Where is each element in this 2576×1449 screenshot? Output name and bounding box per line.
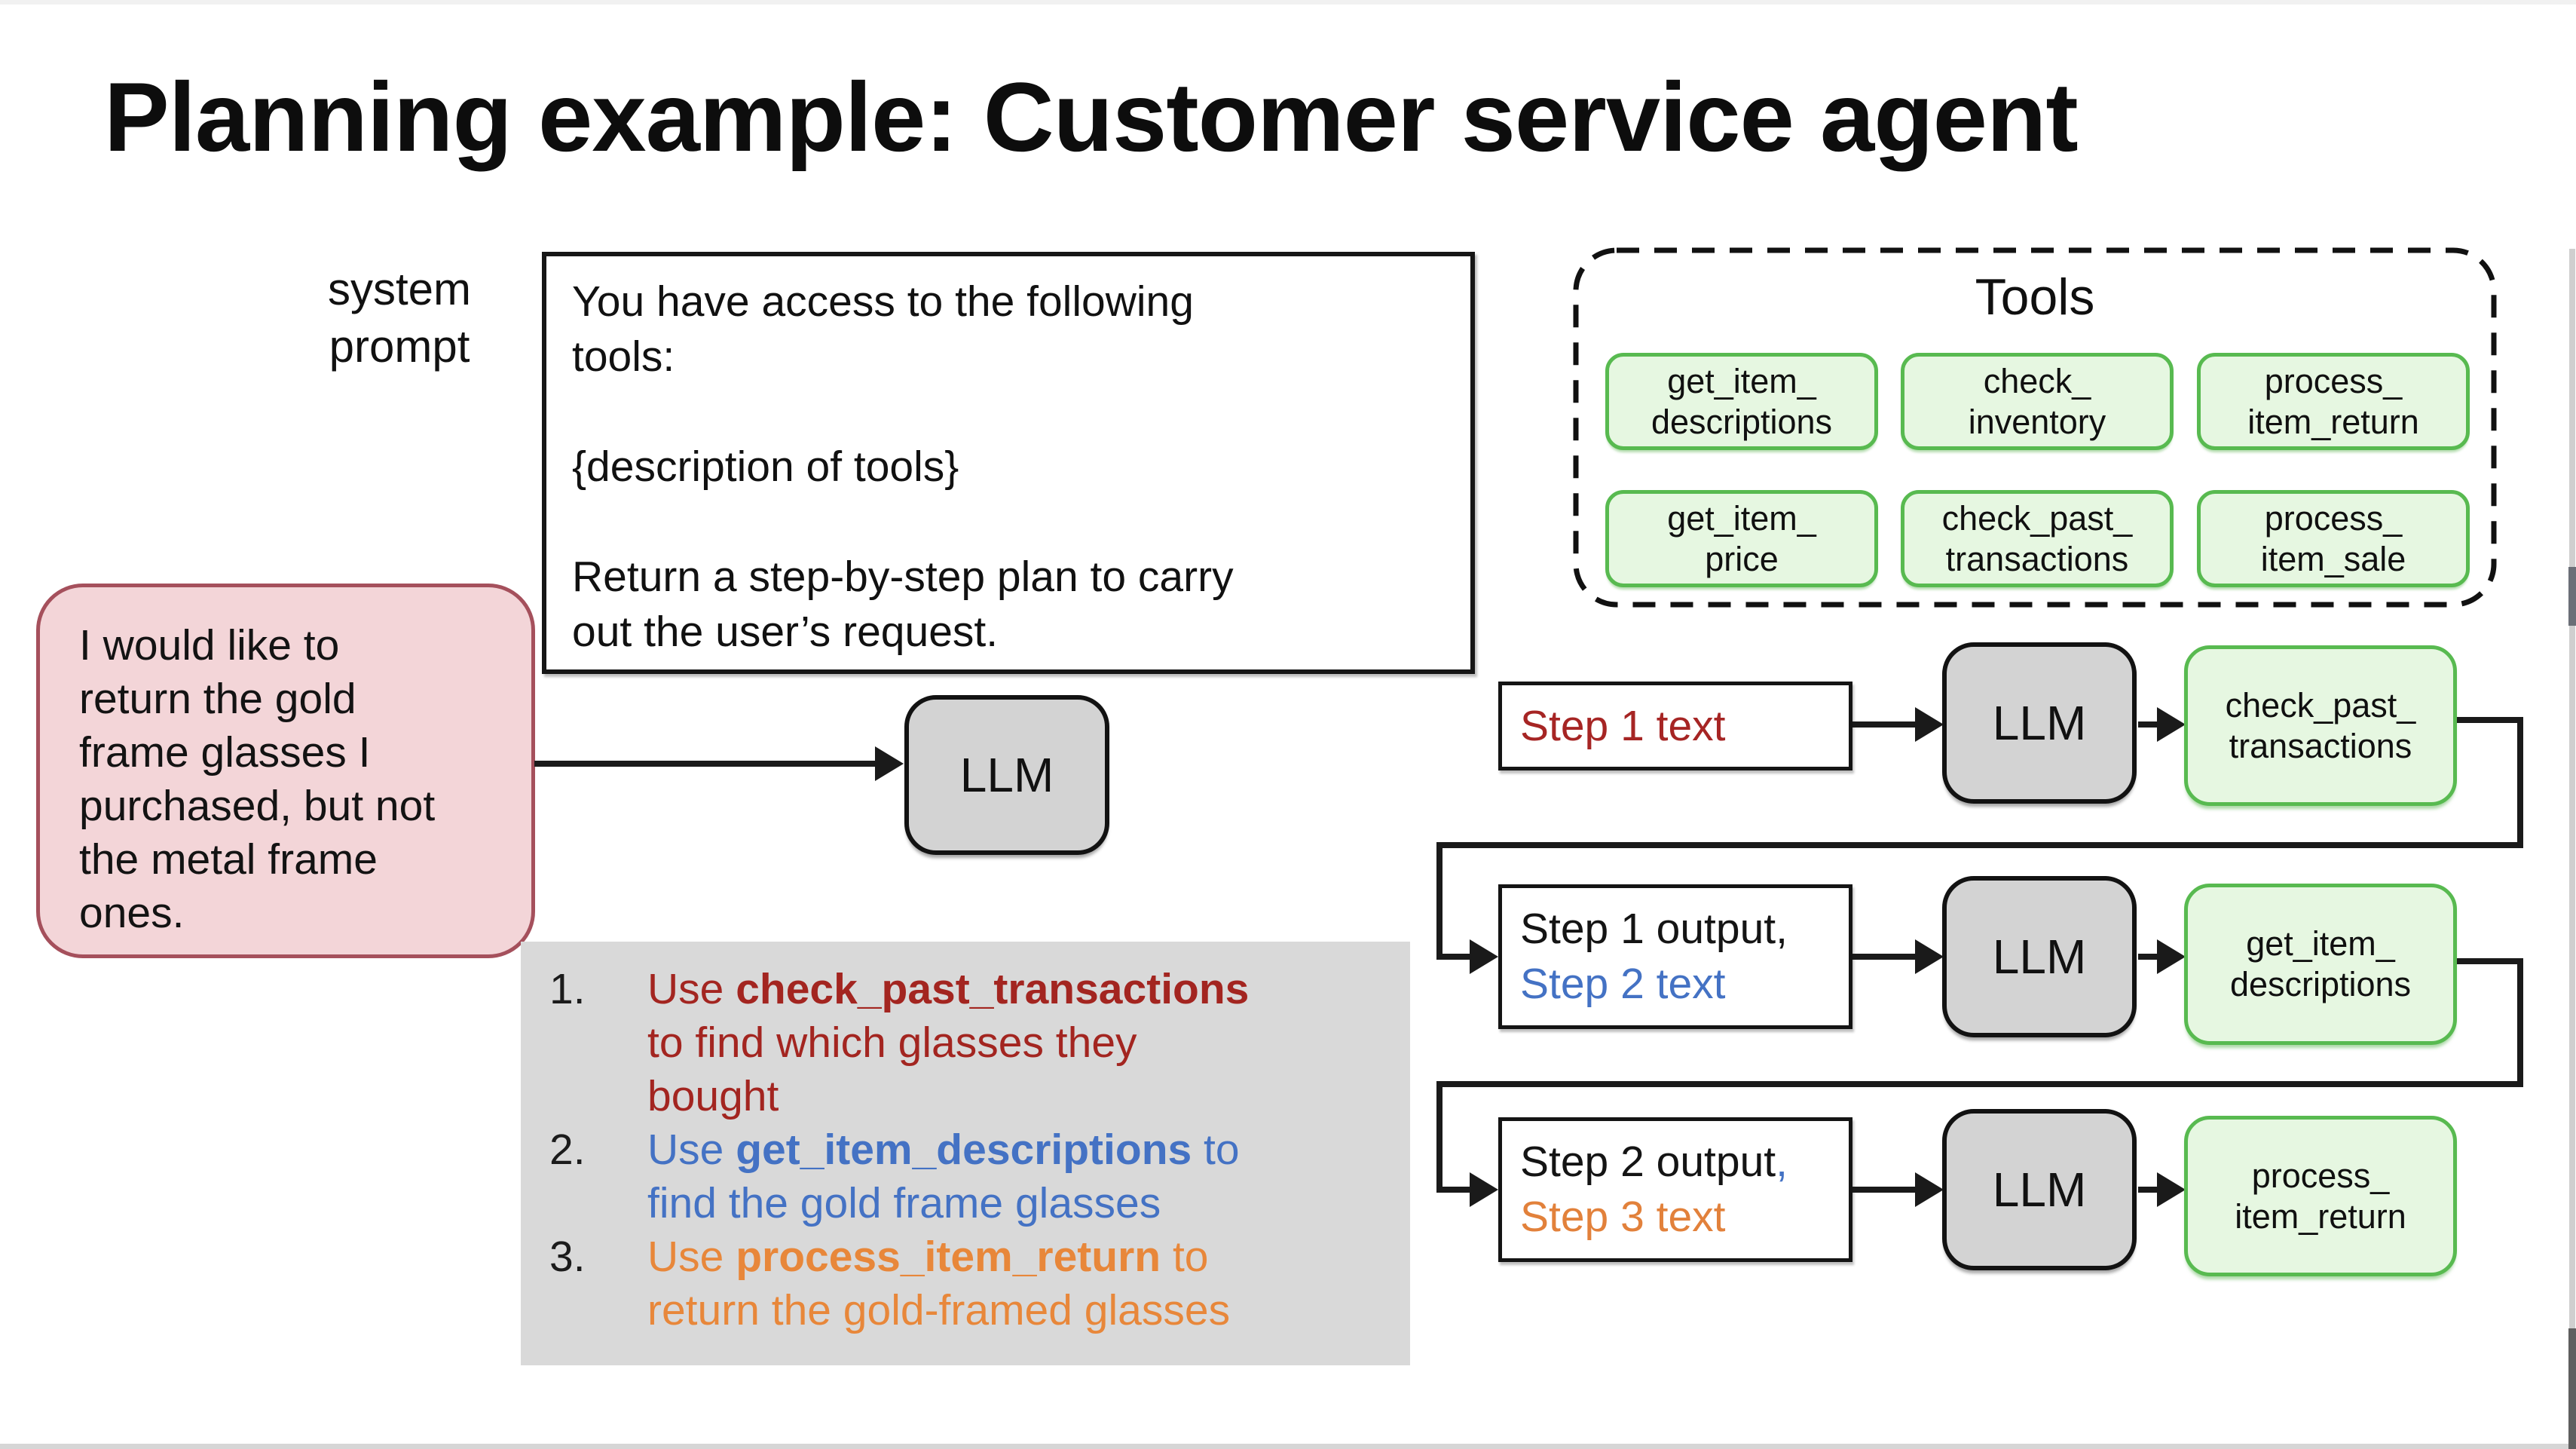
arrow-user-to-llm-head [875, 746, 904, 781]
system-prompt-text: You have access to the following tools: … [572, 277, 1234, 656]
flow-row2-input-line2: Step 2 text [1520, 960, 1726, 1008]
tool-pill-check-past-transactions: check_past_ transactions [1901, 490, 2174, 587]
connector-row1-down-left [1436, 842, 1442, 960]
arrow-row1-llm-to-tool-head [2157, 707, 2186, 742]
plan-item-1-pre: Use [647, 965, 736, 1013]
connector-row1-across [1436, 842, 2523, 848]
tool-pill-get-item-price: get_item_ price [1605, 490, 1878, 587]
tool-pill-check-inventory: check_ inventory [1901, 353, 2174, 450]
llm-box-step3: LLM [1942, 1109, 2137, 1270]
flow-row1-input-box: Step 1 text [1498, 682, 1852, 770]
flow-row2-input-box: Step 1 output, Step 2 text [1498, 884, 1852, 1029]
arrow-row1-input-to-llm-head [1915, 707, 1944, 742]
arrow-row2-llm-to-tool-line [2138, 954, 2158, 960]
plan-item-3-pre: Use [647, 1233, 736, 1281]
flow-row3-input-line1a: Step 2 output [1520, 1138, 1776, 1186]
system-prompt-box: You have access to the following tools: … [542, 252, 1475, 674]
plan-item-2-post: to find the gold frame glasses [647, 1126, 1240, 1227]
llm-box-step1: LLM [1942, 642, 2137, 804]
connector-row1-into-row2-line [1436, 954, 1471, 960]
llm-box-step2: LLM [1942, 876, 2137, 1037]
arrow-user-to-llm-line [534, 761, 875, 767]
connector-row2-down-left [1436, 1081, 1442, 1193]
arrow-row1-llm-to-tool-line [2138, 721, 2158, 728]
tool-pill-get-item-descriptions: get_item_ descriptions [1605, 353, 1878, 450]
plan-item-3-text: Use process_item_return to return the go… [647, 1230, 1230, 1337]
tool-pill-process-item-return: process_ item_return [2197, 353, 2470, 450]
arrow-row3-input-to-llm-head [1915, 1172, 1944, 1207]
plan-item-1: 1. Use check_past_transactions to find w… [549, 963, 1410, 1123]
plan-item-1-text: Use check_past_transactions to find whic… [647, 963, 1249, 1123]
arrow-row3-llm-to-tool-head [2157, 1172, 2186, 1207]
flow-row2-tool-box: get_item_ descriptions [2184, 884, 2457, 1045]
plan-item-3: 3. Use process_item_return to return the… [549, 1230, 1410, 1337]
arrow-row2-input-to-llm-head [1915, 939, 1944, 974]
arrow-row2-input-to-llm-line [1852, 954, 1917, 960]
connector-row1-down-right [2517, 717, 2523, 848]
scrollbar-track[interactable] [2569, 249, 2575, 1444]
connector-row2-across [1436, 1081, 2523, 1087]
plan-item-2-pre: Use [647, 1126, 736, 1174]
flow-row1-input-text: Step 1 text [1520, 701, 1726, 750]
scrollbar-segment[interactable] [2568, 567, 2576, 626]
flow-row3-tool-box: process_ item_return [2184, 1116, 2457, 1276]
plan-item-1-tool: check_past_transactions [736, 965, 1250, 1013]
arrow-row3-input-to-llm-line [1852, 1187, 1917, 1193]
connector-row2-into-row3-line [1436, 1187, 1471, 1193]
plan-item-1-post: to find which glasses they bought [647, 1019, 1137, 1120]
flow-row3-input-box: Step 2 output, Step 3 text [1498, 1117, 1852, 1262]
arrow-row3-llm-to-tool-line [2138, 1187, 2158, 1193]
arrow-row1-input-to-llm-line [1852, 721, 1917, 728]
scrollbar-thumb[interactable] [2568, 1328, 2576, 1449]
system-prompt-label: system prompt [327, 264, 472, 372]
flow-row3-input-line1b: , [1776, 1138, 1788, 1186]
plan-list: 1. Use check_past_transactions to find w… [521, 942, 1410, 1365]
page-title: Planning example: Customer service agent [104, 62, 2079, 172]
connector-row2-into-row3-head [1470, 1172, 1498, 1207]
llm-box-planner: LLM [904, 695, 1109, 855]
flow-row2-input-line1: Step 1 output, [1520, 905, 1788, 953]
plan-item-1-number: 1. [549, 965, 586, 1013]
connector-row1-into-row2-head [1470, 939, 1498, 974]
user-request-text: I would like to return the gold frame gl… [79, 621, 436, 937]
arrow-row2-llm-to-tool-head [2157, 939, 2186, 974]
plan-item-2-text: Use get_item_descriptions to find the go… [647, 1123, 1240, 1230]
plan-item-2: 2. Use get_item_descriptions to find the… [549, 1123, 1410, 1230]
flow-row1-tool-box: check_past_ transactions [2184, 645, 2457, 806]
plan-item-2-number: 2. [549, 1126, 586, 1174]
connector-row2-down-right [2517, 958, 2523, 1087]
tool-pill-process-item-sale: process_ item_sale [2197, 490, 2470, 587]
tools-dashed-border [1573, 247, 2497, 608]
plan-item-3-number: 3. [549, 1233, 586, 1281]
tools-panel: Tools get_item_ descriptions check_ inve… [1572, 247, 2498, 608]
frame-top-edge [0, 0, 2576, 5]
frame-bottom-edge [0, 1444, 2576, 1449]
flow-row3-input-line2: Step 3 text [1520, 1193, 1726, 1241]
connector-row1-exit [2457, 717, 2523, 723]
tools-panel-title: Tools [1975, 268, 2095, 326]
plan-item-3-tool: process_item_return [736, 1233, 1161, 1281]
connector-row2-exit [2457, 958, 2523, 964]
user-request-bubble: I would like to return the gold frame gl… [36, 584, 535, 958]
plan-item-3-post: to return the gold-framed glasses [647, 1233, 1231, 1334]
flow-row3-input-line1: Step 2 output, [1520, 1135, 1849, 1190]
plan-item-2-tool: get_item_descriptions [736, 1126, 1192, 1174]
